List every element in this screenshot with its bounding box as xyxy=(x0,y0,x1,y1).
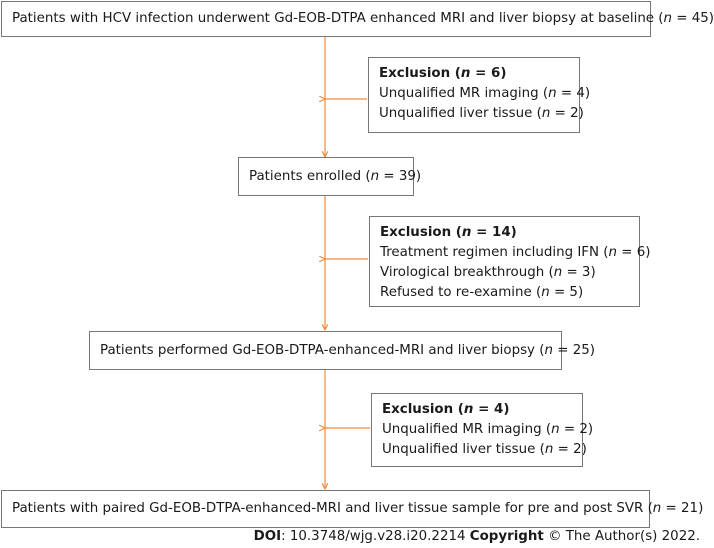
exclusion-box-3: Exclusion (n = 4) Unqualified MR imaging… xyxy=(371,393,594,467)
exclusion-item: Refused to re-examine (n = 5) xyxy=(380,285,584,300)
exclusion-box-2: Exclusion (n = 14) Treatment regimen inc… xyxy=(369,216,651,307)
step-box-paired: Patients with paired Gd-EOB-DTPA-enhance… xyxy=(1,490,703,528)
citation-footer: DOI: 10.3748/wjg.v28.i20.2214 Copyright … xyxy=(254,529,700,544)
exclusion-item: Unqualified liver tissue (n = 2) xyxy=(379,106,584,121)
step-text: Patients performed Gd-EOB-DTPA-enhanced-… xyxy=(100,342,595,358)
exclusion-title: Exclusion (n = 4) xyxy=(382,402,510,417)
exclusion-item: Unqualified MR imaging (n = 2) xyxy=(382,422,594,437)
step-text: Patients with paired Gd-EOB-DTPA-enhance… xyxy=(12,501,704,516)
doi-value: : 10.3748/wjg.v28.i20.2214 xyxy=(281,529,470,544)
step-text: Patients enrolled (n = 39) xyxy=(249,168,422,184)
step-box-baseline: Patients with HCV infection underwent Gd… xyxy=(1,1,714,37)
exclusion-item: Virological breakthrough (n = 3) xyxy=(380,265,596,280)
exclusion-title: Exclusion (n = 14) xyxy=(380,225,517,240)
copyright-label: Copyright xyxy=(469,529,544,544)
exclusion-title: Exclusion (n = 6) xyxy=(379,66,507,81)
step-box-enrolled: Patients enrolled (n = 39) xyxy=(238,157,421,196)
exclusion-box-1: Exclusion (n = 6) Unqualified MR imaging… xyxy=(368,57,591,133)
exclusion-item: Unqualified liver tissue (n = 2) xyxy=(382,442,587,457)
exclusion-item: Unqualified MR imaging (n = 4) xyxy=(379,86,591,101)
exclusion-item: Treatment regimen including IFN (n = 6) xyxy=(380,245,651,260)
doi-label: DOI xyxy=(253,529,282,544)
copyright-value: © The Author(s) 2022. xyxy=(543,529,700,544)
step-box-performed: Patients performed Gd-EOB-DTPA-enhanced-… xyxy=(89,331,595,370)
step-text: Patients with HCV infection underwent Gd… xyxy=(12,11,714,26)
